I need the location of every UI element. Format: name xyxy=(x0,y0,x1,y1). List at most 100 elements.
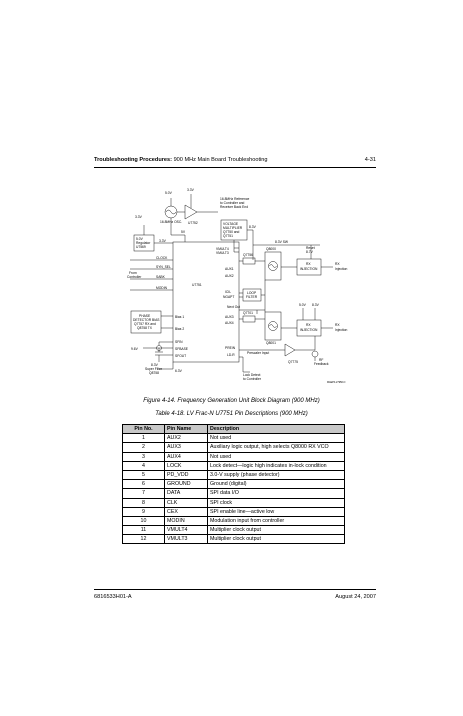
label: RX xyxy=(335,262,340,266)
label: 8.7V xyxy=(306,250,314,254)
column-header-pin-name: Pin Name xyxy=(164,423,208,435)
pin-description-cell: Multiplier clock output xyxy=(207,525,345,536)
label: Regulator xyxy=(136,241,151,245)
pin-number-cell: 2 xyxy=(122,442,165,453)
label: Q8758 xyxy=(149,371,159,375)
label: Controller xyxy=(127,275,142,279)
header-section-title: Troubleshooting Procedures: 900 MHz Main… xyxy=(94,157,268,163)
label: 9.6V xyxy=(131,347,139,351)
footer-date: August 24, 2007 xyxy=(335,594,376,600)
label: 3.3V xyxy=(135,215,143,219)
label: ICIL xyxy=(225,290,231,294)
label: U7752 xyxy=(188,221,198,225)
pin-name-cell: CLK xyxy=(164,497,208,508)
pin-number-cell: 4 xyxy=(122,460,165,471)
pin-name-cell: PD_VDD xyxy=(164,469,208,481)
label: Next Out xyxy=(227,305,240,309)
pin-description-cell: 3.0-V supply (phase detector) xyxy=(207,469,345,481)
label: U7751 xyxy=(192,283,202,287)
label: Bias 1 xyxy=(175,315,184,319)
phase-detector-bias-box xyxy=(130,310,162,334)
label: Injection xyxy=(335,267,347,271)
block-diagram: 5.0V 3.3V 16.8MHz OSC. U7752 16.8MHz Ref… xyxy=(127,188,347,384)
label: Q8000 xyxy=(266,247,276,251)
label: LD-R xyxy=(227,353,235,357)
label: VMULT4 xyxy=(216,247,229,251)
label: 8.3V xyxy=(151,363,159,367)
pin-name-cell: DATA xyxy=(164,488,208,499)
label: AUX2 xyxy=(225,274,234,278)
label: 3.3V xyxy=(159,239,167,243)
pin-name-cell: MODIN xyxy=(164,515,208,527)
pin-name-cell: VMULT4 xyxy=(164,525,208,536)
label: SFBASE xyxy=(175,347,189,351)
label: PREIN xyxy=(225,346,236,350)
label: RX xyxy=(306,262,311,266)
pin-description-cell: Modulation input from controller xyxy=(207,515,345,527)
label: SYN_SEL xyxy=(156,265,171,269)
vco-q8001-box xyxy=(264,311,282,341)
pin-number-cell: 10 xyxy=(122,515,165,527)
pin-number-cell: 8 xyxy=(122,497,165,508)
label: Q8001 xyxy=(266,341,276,345)
label: FILTER xyxy=(246,295,258,299)
pin-number-cell: 12 xyxy=(122,534,165,545)
column-header-description: Description xyxy=(207,423,345,435)
pin-name-cell: VMULT3 xyxy=(164,534,208,545)
label: Injection xyxy=(335,328,347,332)
label: INJECTION xyxy=(300,267,318,271)
label: U7569 xyxy=(136,245,146,249)
header-page-number: 4-31 xyxy=(364,157,376,163)
label: LOOP xyxy=(247,291,257,295)
label: AUX4 xyxy=(225,321,234,325)
label: Prescaler Input xyxy=(247,351,269,355)
label: RX xyxy=(306,323,311,327)
label: 3.3V xyxy=(187,188,195,192)
label: Q7701 xyxy=(243,311,253,315)
label: PHASE xyxy=(139,314,151,318)
table-header-row: Pin No. Pin Name Description xyxy=(122,423,345,435)
pin-description-cell: Auxiliary logic output, high selects Q80… xyxy=(207,442,345,453)
pin-description-cell: Multiplier clock output xyxy=(207,534,345,545)
pin-number-cell: 7 xyxy=(122,488,165,499)
pin-number-cell: 5 xyxy=(122,469,165,481)
label: 8.3V xyxy=(249,225,257,229)
pin-description-cell: SPI data I/O xyxy=(207,488,345,499)
label: Q7757 RX and xyxy=(134,322,156,326)
pin-description-cell: Lock detect—logic high indicates in-lock… xyxy=(207,460,345,471)
column-header-pin-no: Pin No. xyxy=(122,423,165,435)
label: Bias 2 xyxy=(175,327,184,331)
label: VOLTAGE xyxy=(223,222,239,226)
label: Super Filter xyxy=(145,367,163,371)
footer-document-number: 6816533H01-A xyxy=(94,594,132,600)
label: NGAPT xyxy=(223,295,234,299)
label: Feedback xyxy=(314,362,329,366)
pin-description-cell: Not used xyxy=(207,451,345,462)
pin-name-cell: AUX4 xyxy=(164,451,208,462)
vco-q8000-box xyxy=(264,251,282,281)
buffer-u7752 xyxy=(184,204,198,220)
label: MAEPF-27958-O xyxy=(327,381,345,384)
pin-name-cell: AUX2 xyxy=(164,433,208,444)
footer-rule xyxy=(94,589,376,590)
label: 5.0V xyxy=(299,303,307,307)
label: 6.3V xyxy=(175,369,183,373)
label: Q7750 and xyxy=(223,230,239,234)
figure-caption: Figure 4-14. Frequency Generation Unit B… xyxy=(143,398,320,404)
pin-number-cell: 1 xyxy=(122,433,165,444)
label: DETECTOR BIAS xyxy=(133,318,160,322)
label: SFOUT xyxy=(175,354,186,358)
label: CLOCK xyxy=(156,256,168,260)
label: Q7756 xyxy=(243,253,253,257)
label: to Controller and xyxy=(220,201,245,205)
label: to Controller xyxy=(243,377,262,381)
table-caption: Table 4-18. LV Frac-N U7751 Pin Descript… xyxy=(155,411,308,417)
pin-description-cell: SPI clock xyxy=(207,497,345,508)
label: 8.3V SW xyxy=(275,240,289,244)
